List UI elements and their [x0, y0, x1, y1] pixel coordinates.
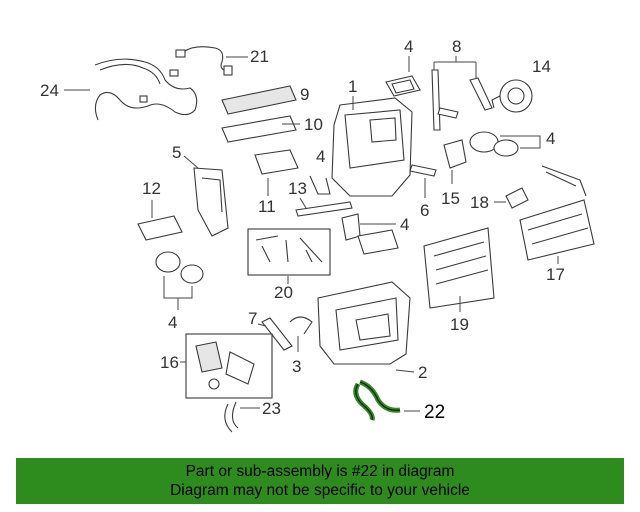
part-4-clip[interactable]	[309, 175, 331, 195]
callout-23: 23	[262, 399, 281, 418]
part-24-wiring-harness[interactable]	[94, 58, 198, 121]
part-14-blower-motor[interactable]	[491, 79, 533, 113]
parts-diagram: 24 21 9 10 11 1 4 8	[40, 37, 595, 433]
part-18-clamp[interactable]	[505, 187, 529, 209]
callout-9: 9	[300, 85, 309, 104]
callout-15: 15	[441, 189, 460, 208]
part-4-seal-right[interactable]	[469, 131, 519, 157]
part-1-case-upper[interactable]	[331, 97, 413, 197]
banner-line-1: Part or sub-assembly is #22 in diagram	[185, 463, 455, 480]
part-9-filter[interactable]	[221, 85, 297, 115]
part-20-hardware-kit[interactable]	[247, 228, 331, 276]
part-4-seal-lower[interactable]	[155, 251, 204, 284]
part-3-bracket[interactable]	[289, 316, 313, 335]
callout-3: 3	[292, 357, 301, 376]
callout-19: 19	[450, 315, 469, 334]
callout-13: 13	[288, 179, 307, 198]
callout-4b: 4	[546, 129, 555, 148]
callout-4a: 4	[404, 37, 413, 56]
callout-6: 6	[420, 201, 429, 220]
callout-18: 18	[470, 193, 489, 212]
info-banner: Part or sub-assembly is #22 in diagram D…	[16, 458, 624, 504]
part-4-seal-mid[interactable]	[341, 213, 399, 255]
callout-10: 10	[304, 115, 323, 134]
callout-22: 22	[424, 402, 445, 423]
part-22-hose-highlighted[interactable]	[353, 379, 401, 421]
part-23-hose[interactable]	[224, 401, 239, 433]
callout-14: 14	[532, 57, 551, 76]
callout-7: 7	[248, 309, 257, 328]
part-17-heater-core[interactable]	[519, 165, 595, 261]
part-8-linkage[interactable]	[431, 69, 493, 131]
callout-1: 1	[348, 77, 357, 96]
part-19-evaporator[interactable]	[423, 227, 495, 309]
callout-17: 17	[546, 265, 565, 284]
callout-4d: 4	[400, 215, 409, 234]
part-10-seal[interactable]	[221, 115, 297, 143]
part-21-wire-connector[interactable]	[175, 46, 233, 76]
part-16-actuator-kit[interactable]	[185, 333, 273, 399]
part-6-bracket[interactable]	[409, 164, 437, 177]
part-2-case-lower[interactable]	[317, 281, 411, 365]
part-13-strip[interactable]	[295, 201, 353, 217]
banner-line-2: Diagram may not be specific to your vehi…	[170, 482, 470, 499]
part-12-filter[interactable]	[137, 215, 183, 241]
callout-4c: 4	[316, 147, 325, 166]
callout-16: 16	[160, 353, 179, 372]
callout-2: 2	[418, 363, 427, 382]
part-11-seal[interactable]	[254, 149, 299, 175]
callout-4e: 4	[168, 313, 177, 332]
part-5-duct[interactable]	[193, 167, 229, 237]
callout-11: 11	[258, 197, 276, 216]
callout-21: 21	[250, 47, 269, 66]
part-7-rod[interactable]	[261, 317, 293, 351]
part-4-seal-top[interactable]	[385, 75, 421, 97]
callout-5: 5	[172, 143, 181, 162]
callout-24: 24	[40, 81, 59, 100]
callout-8: 8	[452, 37, 461, 56]
callout-20: 20	[274, 283, 293, 302]
callout-12: 12	[142, 179, 161, 198]
part-15-actuator[interactable]	[443, 139, 467, 169]
